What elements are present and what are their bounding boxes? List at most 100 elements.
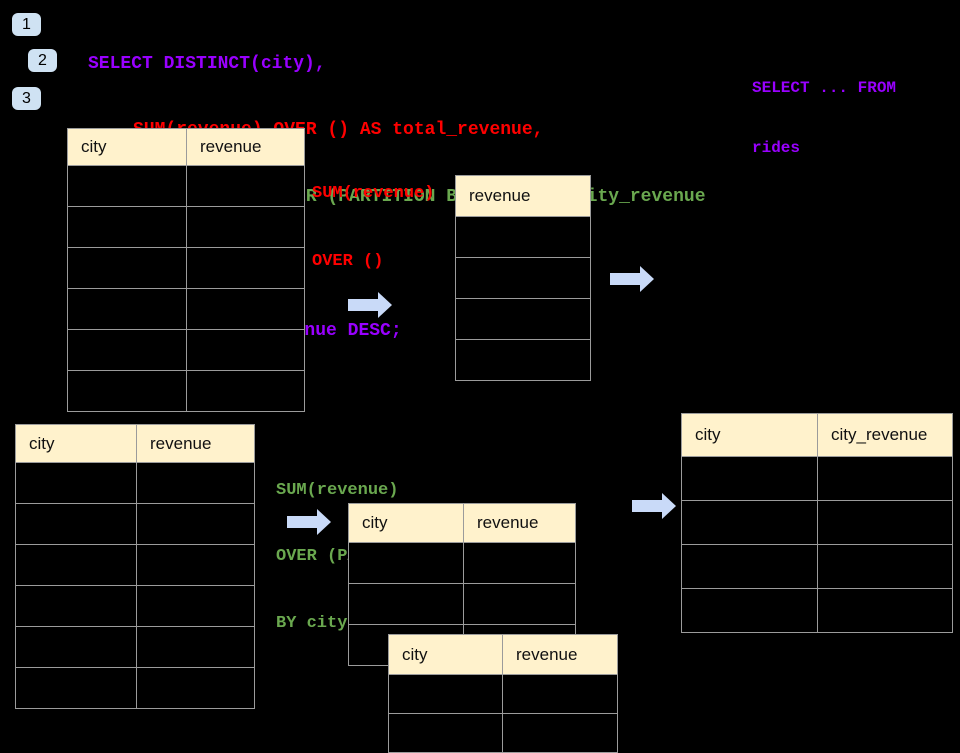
table-cell (186, 370, 305, 412)
arrow-head (662, 493, 676, 519)
source-table-bottom: city revenue (15, 424, 255, 709)
table-cell (455, 339, 591, 381)
arrow-right-icon (610, 266, 654, 292)
table-cell (186, 247, 305, 289)
side-note-line-1: SELECT ... FROM (752, 79, 897, 97)
table-cell (15, 626, 137, 668)
table-cell (67, 206, 187, 248)
city-revenue-result-table: city city_revenue (681, 413, 953, 633)
table-cell (67, 370, 187, 412)
table-cell (136, 462, 255, 504)
column-header-city-revenue: city_revenue (817, 413, 953, 457)
table-cell (186, 329, 305, 371)
arrow-right-icon (348, 292, 392, 318)
side-note-line-2: rides (752, 139, 801, 157)
table-cell (817, 544, 953, 589)
table-cell (186, 288, 305, 330)
table-row (15, 626, 255, 668)
table-cell (502, 674, 618, 714)
table-row (388, 713, 618, 753)
table-cell (15, 544, 137, 586)
table-row (67, 247, 305, 289)
table-cell (15, 503, 137, 545)
table-cell (15, 585, 137, 627)
step-badge-2: 2 (28, 49, 57, 72)
table-row (15, 503, 255, 545)
annotation-total-line-2: OVER () (312, 251, 384, 271)
step-badge-1: 1 (12, 13, 41, 36)
table-cell (348, 583, 464, 625)
side-note-code: SELECT ... FROM rides (752, 38, 896, 178)
arrow-shaft (348, 299, 378, 311)
total-revenue-table: revenue (455, 175, 591, 381)
column-header-revenue: revenue (186, 128, 305, 166)
table-cell (348, 542, 464, 584)
table-row (681, 500, 953, 545)
table-cell (67, 165, 187, 207)
table-cell (67, 329, 187, 371)
table-cell (136, 585, 255, 627)
arrow-head (317, 509, 331, 535)
annotation-total-line-1: SUM(revenue) (312, 184, 435, 203)
table-cell (15, 462, 137, 504)
table-row (15, 462, 255, 504)
table-cell (67, 247, 187, 289)
table-row (15, 667, 255, 709)
arrow-head (378, 292, 392, 318)
table-row (455, 257, 591, 299)
table-row (681, 588, 953, 633)
column-header-revenue: revenue (502, 634, 618, 675)
table-cell (136, 667, 255, 709)
table-cell (463, 583, 576, 625)
table-row (348, 583, 576, 625)
table-row (67, 370, 305, 412)
table-row (67, 206, 305, 248)
table-row (455, 216, 591, 258)
table-row (67, 288, 305, 330)
table-row (15, 585, 255, 627)
column-header-revenue: revenue (463, 503, 576, 543)
column-header-city: city (67, 128, 187, 166)
table-row (681, 544, 953, 589)
table-cell (15, 667, 137, 709)
arrow-shaft (610, 273, 640, 285)
table-cell (136, 544, 255, 586)
table-cell (681, 588, 818, 633)
table-cell (817, 500, 953, 545)
arrow-shaft (632, 500, 662, 512)
column-header-revenue: revenue (455, 175, 591, 217)
column-header-city: city (388, 634, 503, 675)
arrow-right-icon (287, 509, 331, 535)
annotation-total-revenue: SUM(revenue) OVER () (312, 138, 434, 296)
table-row (67, 165, 305, 207)
arrow-shaft (287, 516, 317, 528)
sql-select-line: SELECT DISTINCT(city), (88, 53, 326, 74)
table-cell (136, 626, 255, 668)
step-badge-3: 3 (12, 87, 41, 110)
table-cell (186, 165, 305, 207)
arrow-right-icon (632, 493, 676, 519)
table-row (455, 339, 591, 381)
table-cell (817, 588, 953, 633)
table-row (455, 298, 591, 340)
table-cell (817, 456, 953, 501)
table-cell (186, 206, 305, 248)
table-cell (455, 298, 591, 340)
table-cell (681, 544, 818, 589)
table-row (67, 329, 305, 371)
table-cell (455, 216, 591, 258)
table-cell (681, 456, 818, 501)
table-row (388, 674, 618, 714)
partition-table-b: city revenue (388, 634, 618, 753)
annotation-partition-line-1: SUM(revenue) (276, 480, 399, 500)
table-cell (463, 542, 576, 584)
table-cell (388, 674, 503, 714)
table-cell (67, 288, 187, 330)
column-header-city: city (15, 424, 137, 463)
source-table-top: city revenue (67, 128, 305, 412)
arrow-head (640, 266, 654, 292)
column-header-revenue: revenue (136, 424, 255, 463)
column-header-city: city (681, 413, 818, 457)
table-cell (681, 500, 818, 545)
table-row (681, 456, 953, 501)
